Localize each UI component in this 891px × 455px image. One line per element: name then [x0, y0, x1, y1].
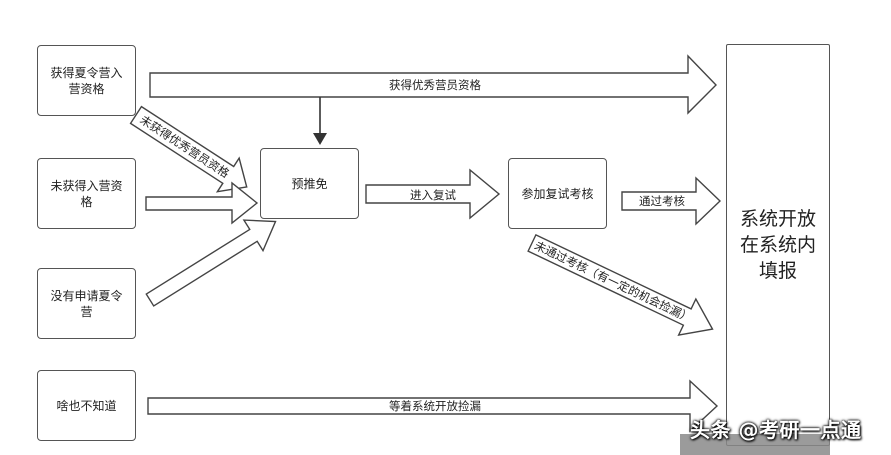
watermark-text: 头条 @考研一点通	[690, 418, 862, 442]
arrow-fail-body	[527, 233, 714, 337]
box-system-label: 系统开放 在系统内 填报	[739, 208, 816, 282]
arrow-wait	[147, 379, 719, 433]
box-summer-camp-qualified-label: 获得夏令营入 营资格	[50, 65, 123, 96]
arrow-not-excellent-label: 未获得优秀营员资格	[137, 113, 232, 181]
arrow-excellent	[149, 54, 717, 115]
arrow-excellent-label: 获得优秀营员资格	[389, 78, 481, 92]
arrow-enter-retest-label: 进入复试	[410, 188, 456, 202]
arrow-fail: 未通过考核（有一定的机会捡漏）	[527, 233, 714, 337]
box-not-camp-qualified-label: 未获得入营资 格	[50, 178, 123, 209]
box-not-camp-qualified: 未获得入营资 格	[37, 158, 136, 229]
box-recommend-label: 预推免	[291, 176, 328, 191]
arrow-wait-label: 等着系统开放捡漏	[389, 399, 481, 413]
box-summer-camp-qualified: 获得夏令营入 营资格	[37, 45, 136, 116]
arrow-not-qualified	[145, 181, 259, 225]
box-recommend: 预推免	[260, 148, 359, 219]
box-retest-label: 参加复试考核	[521, 186, 594, 201]
arrow-enter-retest	[365, 168, 501, 220]
box-unknown-label: 啥也不知道	[56, 398, 117, 413]
arrow-not-applied-body	[145, 219, 277, 307]
arrow-not-applied	[145, 219, 277, 307]
arrow-pass	[621, 176, 722, 226]
box-not-applied: 没有申请夏令 营	[37, 268, 136, 339]
watermark-strip	[680, 434, 830, 455]
box-retest: 参加复试考核	[508, 158, 607, 229]
arrow-pass-label: 通过考核	[639, 194, 685, 208]
arrow-fail-label: 未通过考核（有一定的机会捡漏）	[532, 238, 694, 325]
box-not-applied-label: 没有申请夏令 营	[50, 288, 123, 319]
arrow-down-head	[313, 133, 327, 145]
box-unknown: 啥也不知道	[37, 370, 136, 441]
